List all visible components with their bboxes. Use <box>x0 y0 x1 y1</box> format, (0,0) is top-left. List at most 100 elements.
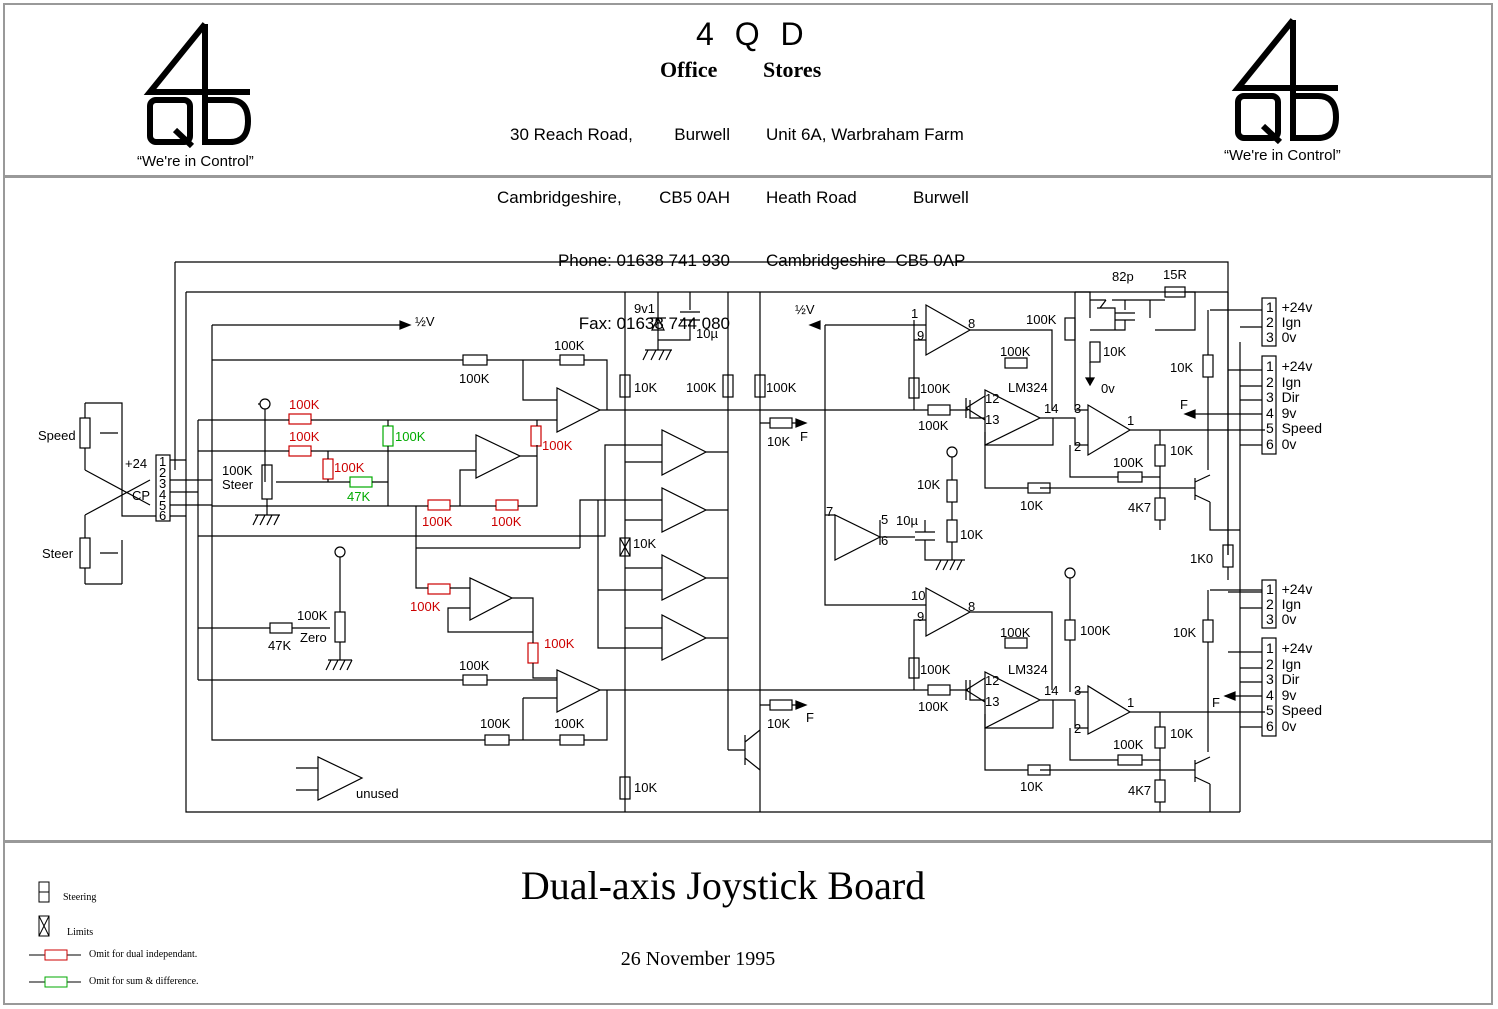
red-r-label: 100K <box>422 514 453 529</box>
pin-label: 6 <box>881 533 888 548</box>
r-label: 100K <box>920 381 951 396</box>
r-label: 100K <box>918 699 949 714</box>
speed-pot <box>79 417 91 449</box>
office-postcode: CB5 0AH <box>659 188 730 207</box>
pin-label: 3 <box>1074 401 1081 416</box>
page-frame <box>3 3 1493 1005</box>
red-r-label: 100K <box>289 397 320 412</box>
legend-omit-sum: Omit for sum & difference. <box>89 976 199 987</box>
r-label: 10K <box>1173 625 1196 640</box>
right-connector-6pin-top <box>1261 355 1277 455</box>
logo-tagline-right: “We're in Control” <box>1224 147 1341 164</box>
r-label: 10K <box>634 380 657 395</box>
r-label: 10K <box>1170 360 1193 375</box>
pin-label: 13 <box>985 412 999 427</box>
r-label: 15R <box>1163 267 1187 282</box>
pin-label: 9 <box>917 609 924 624</box>
r-label: 10K <box>1020 498 1043 513</box>
lpin-5: 5 <box>159 498 166 513</box>
f-label: F <box>1180 397 1188 412</box>
footer-divider <box>3 840 1493 843</box>
stores-line-3: Cambridgeshire CB5 0AP <box>766 251 966 270</box>
legend-omit-dual: Omit for dual independant. <box>89 949 197 960</box>
lpin-1: 1 <box>159 454 166 469</box>
r-label: 10K <box>1170 443 1193 458</box>
f-label: F <box>800 429 808 444</box>
r-label: 10K <box>1170 726 1193 741</box>
red-r-label: 100K <box>289 429 320 444</box>
office-burwell: Burwell <box>674 125 730 144</box>
pin-label: 3 <box>1074 683 1081 698</box>
office-line-1: 30 Reach Road, <box>510 125 633 144</box>
r-label: 4K7 <box>1128 500 1151 515</box>
opamp-5-6-7 <box>475 434 522 479</box>
lpin-6: 6 <box>159 508 166 523</box>
pin-label: 12 <box>985 391 999 406</box>
green-resistor-legend-icon <box>44 976 68 988</box>
zener-label: 9v1 <box>634 301 655 316</box>
opamp-right-top-3 <box>1087 403 1132 457</box>
red-r-label: 100K <box>542 438 573 453</box>
f-label: F <box>1212 695 1220 710</box>
half-v-label-2: ½V <box>795 302 815 317</box>
r-label: 100K <box>918 418 949 433</box>
cp-label: CP <box>132 488 150 503</box>
r-label: 100K <box>920 662 951 677</box>
stores-title: Stores <box>763 57 822 82</box>
f-label: F <box>806 710 814 725</box>
stores-burwell: Burwell <box>913 188 969 207</box>
speed-pot-label: Speed <box>38 428 76 443</box>
cap-label: 10µ <box>896 513 918 528</box>
r-label: 100K <box>1026 312 1057 327</box>
comparator-4-5-2 <box>661 429 708 476</box>
cap-label: 82p <box>1112 269 1134 284</box>
opamp-unused <box>317 756 364 801</box>
pin-label: 2 <box>1074 439 1081 454</box>
lpin-3: 3 <box>159 476 166 491</box>
red-r-label: 100K <box>544 636 575 651</box>
steer-pot <box>79 537 91 569</box>
r-label: 100K <box>1113 737 1144 752</box>
right-connector-3pin-top <box>1261 297 1277 347</box>
left-connector <box>155 454 171 522</box>
opamp-middle <box>834 514 882 561</box>
board-title: Dual-axis Joystick Board <box>520 863 926 908</box>
r-label: 10K <box>960 527 983 542</box>
r-label: 100K <box>1000 625 1031 640</box>
red-r-label: 100K <box>491 514 522 529</box>
board-date: 26 November 1995 <box>620 948 776 970</box>
r47k-label: 47K <box>268 638 291 653</box>
cap-label: 10µ <box>696 326 718 341</box>
lm324-label: LM324 <box>1008 662 1048 677</box>
office-title: Office <box>660 57 718 82</box>
comparator-10-11-13 <box>661 614 708 661</box>
pin-label: 8 <box>968 599 975 614</box>
zero-pot-value: 100K <box>297 608 328 623</box>
right-connector-3pin-bottom <box>1261 579 1277 629</box>
office-fax: Fax: 01638 744 080 <box>578 314 730 333</box>
pin-label: 1 <box>911 306 918 321</box>
opamp-12-13-14-left <box>556 669 602 713</box>
comparator-8-9-14 <box>661 554 708 601</box>
pin-label: 14 <box>1044 401 1058 416</box>
pin-label: 9 <box>917 328 924 343</box>
r-label: 10K <box>767 716 790 731</box>
4qd-logo-right <box>1231 18 1340 145</box>
company-name: 4 Q D <box>696 16 810 52</box>
r-label: 100K <box>480 716 511 731</box>
right-connector-6pin-bottom <box>1261 637 1277 737</box>
half-v-label-1: ½V <box>415 314 435 329</box>
lpin-2: 2 <box>159 465 166 480</box>
opamp-1 <box>556 387 602 433</box>
steer-pot-value: 100K <box>222 463 253 478</box>
green-r-label: 100K <box>395 429 426 444</box>
red-r-label: 100K <box>410 599 441 614</box>
logo-tagline-left: “We're in Control” <box>137 153 254 170</box>
office-line-2: Cambridgeshire, <box>497 188 622 207</box>
r-label: 100K <box>459 658 490 673</box>
pin-label: 5 <box>881 512 888 527</box>
4qd-logo-left <box>143 22 252 149</box>
steer-pot-label: Steer <box>42 546 74 561</box>
plus24-label: +24 <box>125 456 147 471</box>
